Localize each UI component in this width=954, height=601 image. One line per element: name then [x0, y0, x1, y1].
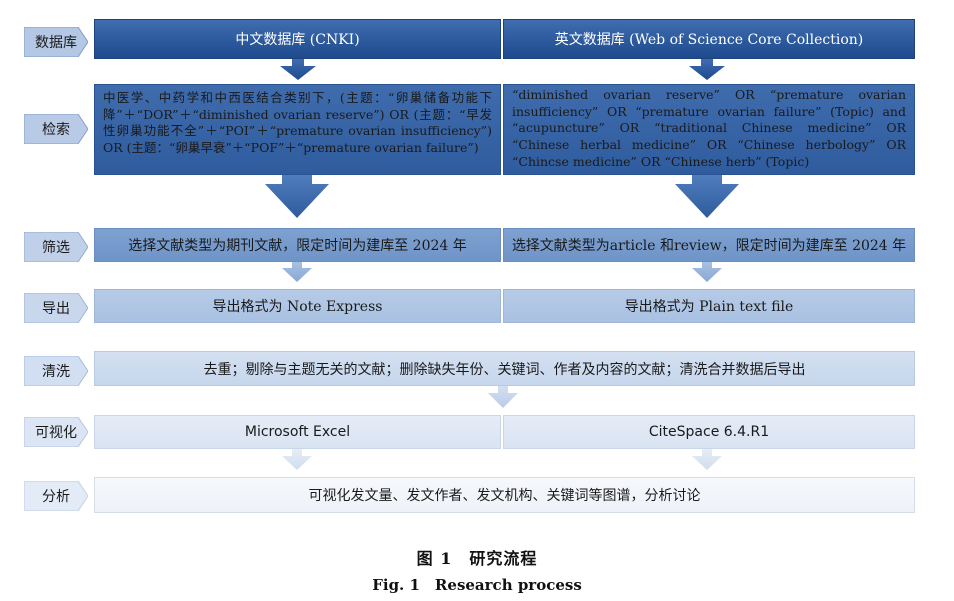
database-en-box: 英文数据库 (Web of Science Core Collection): [503, 19, 915, 59]
search-en-text: “diminished ovarian reserve” OR “prematu…: [512, 87, 906, 169]
export-en-box: 导出格式为 Plain text file: [503, 289, 915, 323]
search-cn-box: 中医学、中药学和中西医结合类别下，(主题：“卵巢储备功能下降”＋“DOR”＋“d…: [94, 84, 501, 175]
tag-chevron-icon: [24, 417, 88, 447]
analysis-text: 可视化发文量、发文作者、发文机构、关键词等图谱，分析讨论: [308, 488, 701, 504]
export-en-text: 导出格式为 Plain text file: [624, 299, 794, 315]
stage-tag-database: 数据库: [24, 27, 88, 57]
database-en-text: 英文数据库 (Web of Science Core Collection): [554, 32, 864, 48]
visualization-en-text: CiteSpace 6.4.R1: [648, 424, 770, 440]
stage-label: 数据库: [35, 35, 77, 51]
tag-chevron-icon: [24, 232, 88, 262]
figure-caption-en: Fig. 1 Research process: [372, 576, 582, 594]
search-cn-text: 中医学、中药学和中西医结合类别下，(主题：“卵巢储备功能下降”＋“DOR”＋“d…: [103, 90, 492, 155]
tag-chevron-icon: [24, 481, 88, 511]
stage-tag-analysis: 分析: [24, 481, 88, 511]
stage-tag-cleaning: 清洗: [24, 356, 88, 386]
stage-tag-search: 检索: [24, 114, 88, 144]
stage-label: 清洗: [42, 364, 70, 380]
visualization-cn-text: Microsoft Excel: [244, 424, 351, 440]
visualization-en-box: CiteSpace 6.4.R1: [503, 415, 915, 449]
analysis-box: 可视化发文量、发文作者、发文机构、关键词等图谱，分析讨论: [94, 477, 915, 513]
screening-cn-box: 选择文献类型为期刊文献，限定时间为建库至 2024 年: [94, 228, 501, 262]
arrow-vis-analysis-cn: [282, 449, 312, 470]
visualization-cn-box: Microsoft Excel: [94, 415, 501, 449]
screening-en-text: 选择文献类型为article 和review，限定时间为建库至 2024 年: [511, 238, 907, 254]
arrow-search-screen-en: [675, 175, 739, 218]
figure-caption-zh: 图 1 研究流程: [416, 549, 538, 568]
arrow-vis-analysis-en: [692, 449, 722, 470]
tag-chevron-icon: [24, 356, 88, 386]
arrow-search-screen-cn: [265, 175, 329, 218]
stage-tag-export: 导出: [24, 293, 88, 323]
arrow-screen-export-en: [692, 262, 722, 282]
cleaning-text: 去重；剔除与主题无关的文献；删除缺失年份、关键词、作者及内容的文献；清洗合并数据…: [203, 361, 806, 378]
arrow-db-search-cn: [280, 59, 316, 80]
tag-chevron-icon: [24, 27, 88, 57]
stage-label: 可视化: [35, 425, 77, 441]
cleaning-box: 去重；剔除与主题无关的文献；删除缺失年份、关键词、作者及内容的文献；清洗合并数据…: [94, 351, 915, 386]
stage-tag-screening: 筛选: [24, 232, 88, 262]
database-cn-box: 中文数据库 (CNKI): [94, 19, 501, 59]
screening-en-box: 选择文献类型为article 和review，限定时间为建库至 2024 年: [503, 228, 915, 262]
search-en-box: “diminished ovarian reserve” OR “prematu…: [503, 84, 915, 175]
arrow-db-search-en: [689, 59, 725, 80]
stage-tag-visualization: 可视化: [24, 417, 88, 447]
stage-label: 筛选: [42, 240, 70, 256]
tag-chevron-icon: [24, 114, 88, 144]
arrow-clean-vis: [488, 386, 518, 408]
tag-chevron-icon: [24, 293, 88, 323]
database-cn-text: 中文数据库 (CNKI): [235, 32, 360, 48]
screening-cn-text: 选择文献类型为期刊文献，限定时间为建库至 2024 年: [128, 238, 467, 254]
stage-label: 分析: [42, 489, 70, 505]
export-cn-text: 导出格式为 Note Express: [212, 299, 383, 315]
arrow-screen-export-cn: [282, 262, 312, 282]
stage-label: 检索: [42, 122, 70, 138]
export-cn-box: 导出格式为 Note Express: [94, 289, 501, 323]
stage-label: 导出: [42, 301, 70, 317]
